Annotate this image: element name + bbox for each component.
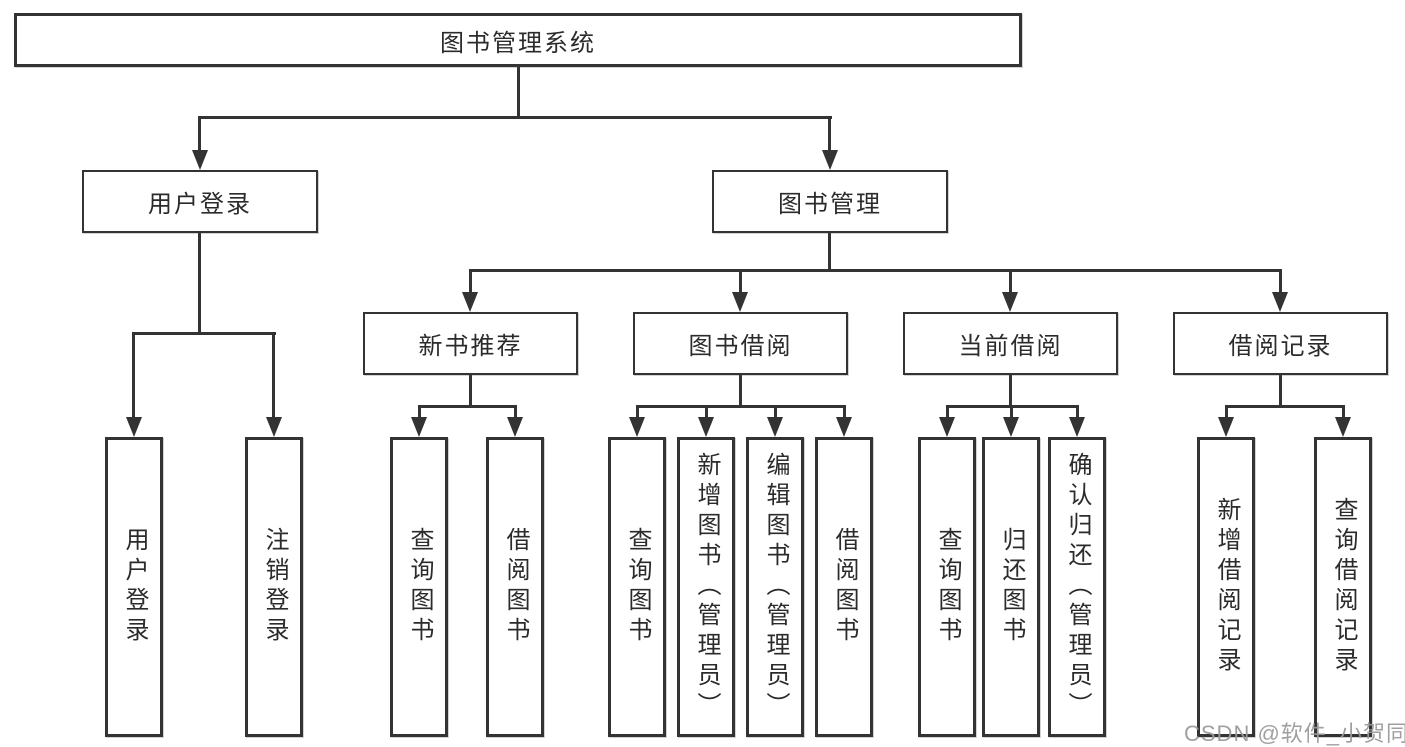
arrow-down-icon xyxy=(1335,417,1351,437)
node-label: 编辑图书（管理员） xyxy=(762,452,789,722)
node-label: 图书管理 xyxy=(778,191,882,218)
node-label: 新增图书（管理员） xyxy=(693,452,720,722)
node-label: 新增借阅记录 xyxy=(1213,497,1240,677)
leaf-edit-book-admin: 编辑图书（管理员） xyxy=(746,437,804,737)
leaf-confirm-return-admin: 确认归还（管理员） xyxy=(1048,437,1106,737)
arrow-down-icon xyxy=(192,150,208,170)
connector-line xyxy=(514,405,517,417)
node-label: 借阅图书 xyxy=(831,527,858,647)
node-label: 借阅图书 xyxy=(502,527,529,647)
connector-line xyxy=(517,66,520,118)
arrow-down-icon xyxy=(629,417,645,437)
leaf-user-login: 用户登录 xyxy=(105,437,163,737)
connector-line xyxy=(636,405,639,417)
node-current-borrowing: 当前借阅 xyxy=(903,312,1118,375)
node-label: 用户登录 xyxy=(121,527,148,647)
node-label: 查询图书 xyxy=(624,527,651,647)
connector-line xyxy=(1225,405,1344,408)
arrow-down-icon xyxy=(507,417,523,437)
leaf-borrow-books-recommend: 借阅图书 xyxy=(486,437,544,737)
leaf-add-book-admin: 新增图书（管理员） xyxy=(677,437,735,737)
connector-line xyxy=(828,116,831,150)
connector-line xyxy=(469,269,1281,272)
connector-line xyxy=(132,332,135,417)
connector-line xyxy=(1279,269,1282,292)
node-label: 确认归还（管理员） xyxy=(1064,452,1091,722)
arrow-down-icon xyxy=(939,417,955,437)
node-label: 查询借阅记录 xyxy=(1330,497,1357,677)
connector-line xyxy=(1009,269,1012,292)
leaf-query-books-borrow: 查询图书 xyxy=(608,437,666,737)
arrow-down-icon xyxy=(462,292,478,312)
node-borrowing-records: 借阅记录 xyxy=(1173,312,1388,375)
node-label: 查询图书 xyxy=(406,527,433,647)
connector-line xyxy=(469,375,472,407)
node-label: 用户登录 xyxy=(148,191,252,218)
connector-line xyxy=(418,405,421,417)
leaf-borrow-books: 借阅图书 xyxy=(815,437,873,737)
arrow-down-icon xyxy=(822,150,838,170)
node-library-management-system: 图书管理系统 xyxy=(14,13,1022,67)
leaf-logout: 注销登录 xyxy=(245,437,303,737)
node-book-borrowing: 图书借阅 xyxy=(633,312,848,375)
connector-line xyxy=(469,269,472,292)
arrow-down-icon xyxy=(1272,292,1288,312)
node-new-book-recommendation: 新书推荐 xyxy=(363,312,578,375)
connector-line xyxy=(739,269,742,292)
leaf-add-borrow-record: 新增借阅记录 xyxy=(1197,437,1255,737)
node-label: 借阅记录 xyxy=(1228,333,1333,360)
connector-line xyxy=(774,405,777,417)
connector-line xyxy=(132,332,276,335)
connector-line xyxy=(198,116,832,119)
connector-line xyxy=(1279,375,1282,407)
leaf-query-books-recommend: 查询图书 xyxy=(390,437,448,737)
node-label: 新书推荐 xyxy=(418,333,523,360)
arrow-down-icon xyxy=(698,417,714,437)
arrow-down-icon xyxy=(411,417,427,437)
arrow-down-icon xyxy=(126,417,142,437)
arrow-down-icon xyxy=(767,417,783,437)
leaf-return-book: 归还图书 xyxy=(982,437,1040,737)
arrow-down-icon xyxy=(1218,417,1234,437)
connector-line xyxy=(1225,405,1228,417)
node-user-login: 用户登录 xyxy=(82,170,318,233)
node-label: 图书借阅 xyxy=(688,333,793,360)
connector-line xyxy=(739,375,742,407)
node-label: 查询图书 xyxy=(934,527,961,647)
connector-line xyxy=(198,233,201,334)
leaf-query-books-current: 查询图书 xyxy=(918,437,976,737)
node-book-management: 图书管理 xyxy=(712,170,948,233)
connector-line xyxy=(828,233,831,271)
connector-line xyxy=(636,405,845,408)
connector-line xyxy=(198,116,201,150)
connector-line xyxy=(272,332,275,417)
connector-line xyxy=(1076,405,1079,417)
node-label: 归还图书 xyxy=(998,527,1025,647)
arrow-down-icon xyxy=(1003,417,1019,437)
connector-line xyxy=(418,405,516,408)
leaf-query-borrow-record: 查询借阅记录 xyxy=(1314,437,1372,737)
connector-line xyxy=(946,405,949,417)
connector-line xyxy=(1010,405,1013,417)
connector-line xyxy=(843,405,846,417)
arrow-down-icon xyxy=(266,417,282,437)
arrow-down-icon xyxy=(836,417,852,437)
arrow-down-icon xyxy=(1002,292,1018,312)
node-label: 当前借阅 xyxy=(958,333,1063,360)
connector-line xyxy=(705,405,708,417)
arrow-down-icon xyxy=(732,292,748,312)
csdn-watermark: CSDN @软件_小贺同学 xyxy=(1184,721,1405,746)
node-label: 注销登录 xyxy=(261,527,288,647)
connector-line xyxy=(1342,405,1345,417)
connector-line xyxy=(1009,375,1012,407)
arrow-down-icon xyxy=(1069,417,1085,437)
node-label: 图书管理系统 xyxy=(440,29,596,57)
